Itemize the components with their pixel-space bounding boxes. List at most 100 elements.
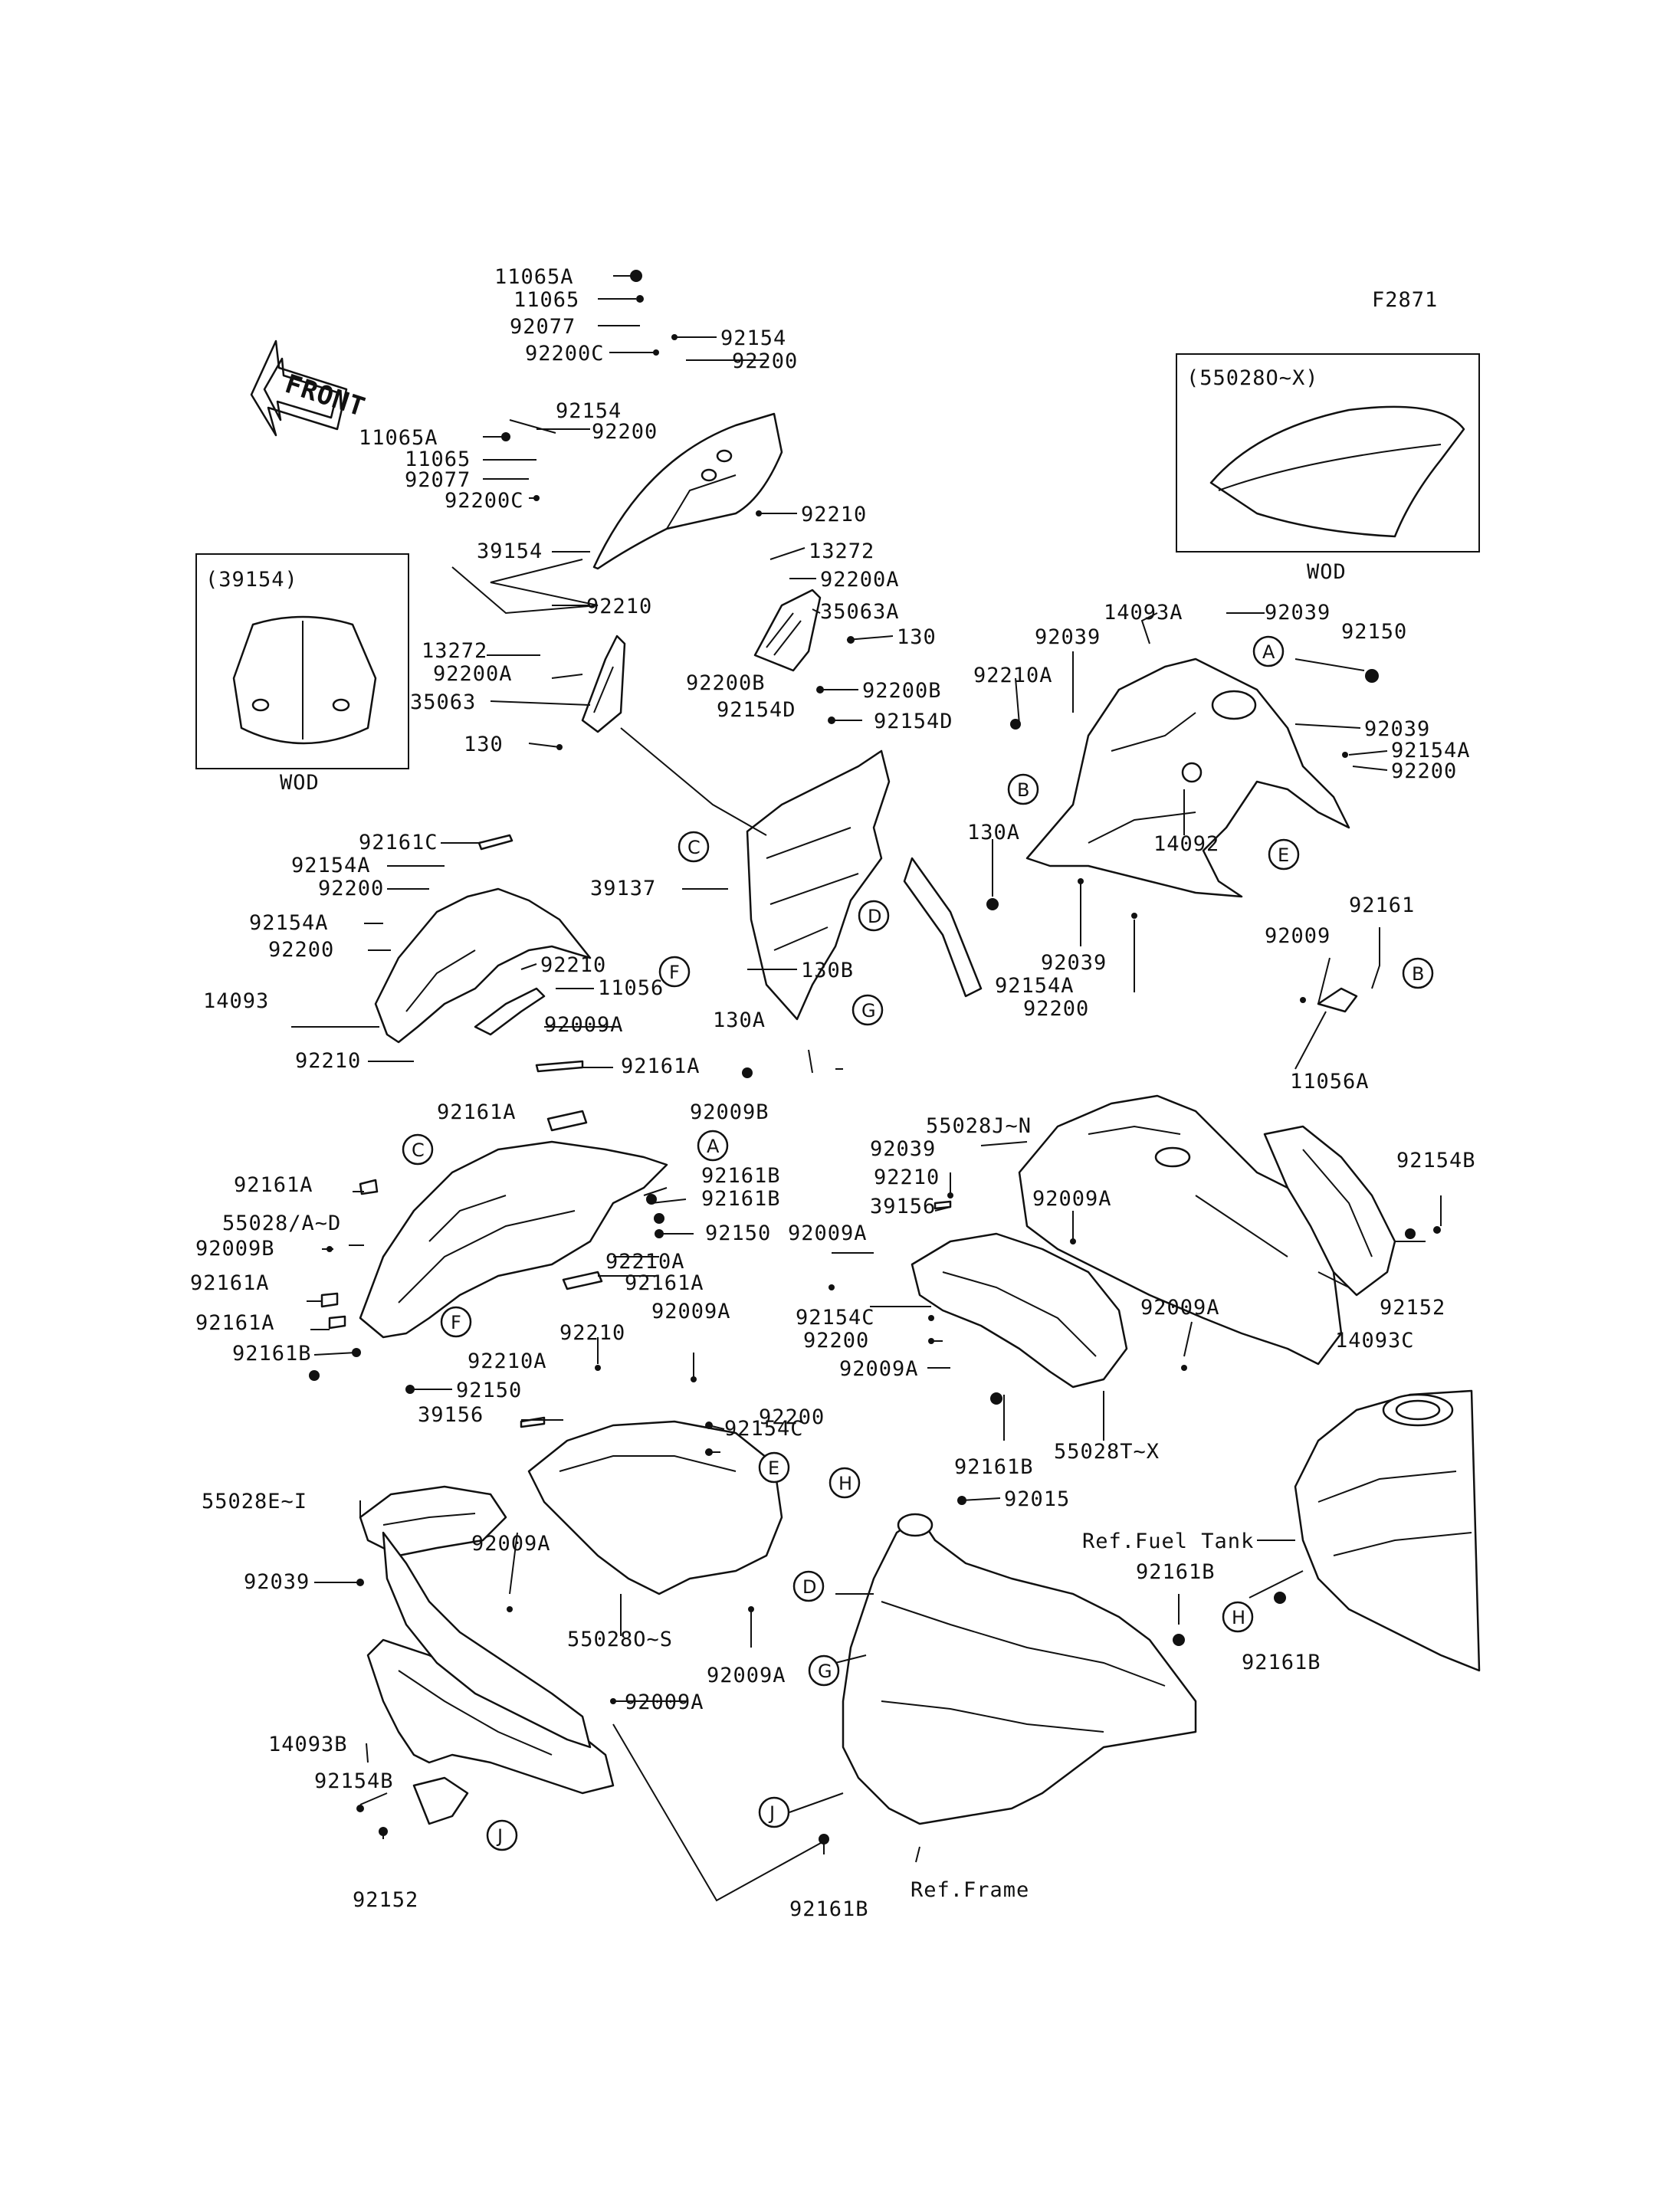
marker-h: H <box>829 1467 861 1499</box>
part-label: 92161A <box>437 1100 517 1124</box>
cowl-14093a <box>1025 657 1350 898</box>
svg-text:C: C <box>412 1139 425 1161</box>
marker-b: B <box>1402 957 1434 989</box>
part-label: 92009A <box>839 1357 919 1381</box>
part-label: 92154C <box>724 1417 804 1441</box>
marker-d: D <box>792 1570 825 1602</box>
panel-14093b-upper <box>382 1531 592 1749</box>
svg-text:B: B <box>1017 779 1030 801</box>
marker-a: A <box>697 1130 729 1162</box>
part-label: 92210A <box>973 664 1053 687</box>
part-label: 92161C <box>359 831 438 854</box>
marker-j: J <box>486 1819 518 1851</box>
part-label: 92009A <box>707 1664 786 1687</box>
inset-55028o-x-variant: WOD <box>1307 560 1347 584</box>
reference-markers: A B C D F G C A F E H D G J H B E J <box>402 635 1434 1851</box>
part-label: 13272 <box>809 539 874 563</box>
part-label: 92150 <box>456 1379 522 1402</box>
marker-b: B <box>1007 773 1039 805</box>
marker-c: C <box>678 831 710 863</box>
part-label: 92210 <box>874 1166 940 1189</box>
front-arrow-icon: FRONT <box>250 339 369 437</box>
part-label: 92161B <box>701 1164 781 1188</box>
fairing-55028j-n <box>1018 1094 1343 1366</box>
part-label: 92200B <box>686 671 766 695</box>
part-label: 92161B <box>701 1187 781 1211</box>
part-label: 39154 <box>477 539 543 563</box>
svg-text:J: J <box>496 1825 504 1847</box>
part-label: 92039 <box>870 1137 936 1161</box>
part-label: 14093B <box>268 1733 348 1756</box>
marker-d: D <box>858 900 890 932</box>
part-label: Ref.Fuel Tank <box>1082 1530 1254 1553</box>
part-label: 92009A <box>471 1532 551 1556</box>
part-label: 11056A <box>1290 1070 1370 1094</box>
svg-text:G: G <box>818 1661 833 1682</box>
part-label: 92200A <box>433 662 513 686</box>
svg-text:G: G <box>861 1000 877 1021</box>
part-label: 14093 <box>203 989 269 1013</box>
part-label: 92200 <box>318 877 384 900</box>
part-label: 92152 <box>1380 1296 1445 1320</box>
part-label: 92210 <box>801 503 867 526</box>
part-label: 14093C <box>1335 1329 1415 1353</box>
part-label: 92009A <box>651 1300 731 1323</box>
part-label: 55028J~N <box>926 1114 1032 1138</box>
part-label: 92009B <box>690 1100 769 1124</box>
part-label: 92154 <box>720 326 786 350</box>
part-label: 55028E~I <box>202 1490 307 1513</box>
part-label: 92077 <box>510 315 576 339</box>
marker-g: G <box>808 1654 840 1687</box>
part-label: 92161A <box>195 1311 275 1335</box>
svg-text:D: D <box>802 1576 817 1598</box>
marker-e: E <box>758 1451 790 1484</box>
part-label: 92161B <box>1136 1560 1216 1584</box>
strip-parts <box>320 834 952 1428</box>
part-label: 55028O~S <box>567 1628 673 1651</box>
figure-code: F2871 <box>1372 288 1438 312</box>
part-label: 92200 <box>1023 997 1089 1021</box>
part-label: 92210 <box>540 953 606 977</box>
inset-55028o-x: (55028O~X) WOD <box>1176 353 1480 584</box>
part-label: 92009A <box>788 1221 868 1245</box>
part-label: 92154C <box>796 1306 875 1330</box>
leader-lines <box>291 275 1442 1902</box>
part-label: 92039 <box>1265 601 1331 625</box>
part-label: 39137 <box>590 877 656 900</box>
windscreen-39154 <box>592 412 783 570</box>
part-label: 92210 <box>295 1049 361 1073</box>
part-label: 92150 <box>705 1221 771 1245</box>
part-label: 11065 <box>514 288 579 312</box>
panel-55028e-i <box>359 1485 507 1557</box>
part-label: 92009 <box>1265 924 1331 948</box>
part-label: 130 <box>897 625 937 649</box>
bracket-11056 <box>474 987 546 1036</box>
part-label: 92161A <box>234 1173 313 1197</box>
part-label: 39156 <box>870 1195 936 1218</box>
part-label: 92039 <box>1035 625 1101 649</box>
part-label: 92009A <box>1140 1296 1220 1320</box>
part-label: Ref.Frame <box>911 1878 1029 1902</box>
part-label: 92161 <box>1349 894 1415 917</box>
part-label: 92200B <box>862 679 942 703</box>
inset-39154: (39154) WOD <box>195 553 409 795</box>
part-label: 130B <box>801 959 854 982</box>
svg-text:E: E <box>1278 844 1290 866</box>
part-label: 92015 <box>1004 1487 1070 1511</box>
svg-text:D: D <box>868 906 882 927</box>
svg-text:H: H <box>838 1473 853 1494</box>
part-label: 11065A <box>359 426 438 450</box>
part-labels: 11065A 11065 92077 92200C 92154 92200 11… <box>190 265 1476 1921</box>
part-label: 92210A <box>605 1250 685 1274</box>
part-label: 92200 <box>268 938 334 962</box>
part-label: 92161A <box>190 1271 270 1295</box>
hardware-dots <box>309 270 1441 1844</box>
part-label: 92009A <box>1032 1187 1112 1211</box>
svg-text:B: B <box>1412 963 1425 985</box>
svg-text:J: J <box>768 1802 776 1824</box>
part-label: 92154B <box>1396 1149 1476 1172</box>
marker-f: F <box>440 1306 472 1338</box>
part-label: 92200A <box>820 568 900 592</box>
part-label: 92154A <box>249 911 329 935</box>
panel-14093c <box>1263 1125 1396 1297</box>
